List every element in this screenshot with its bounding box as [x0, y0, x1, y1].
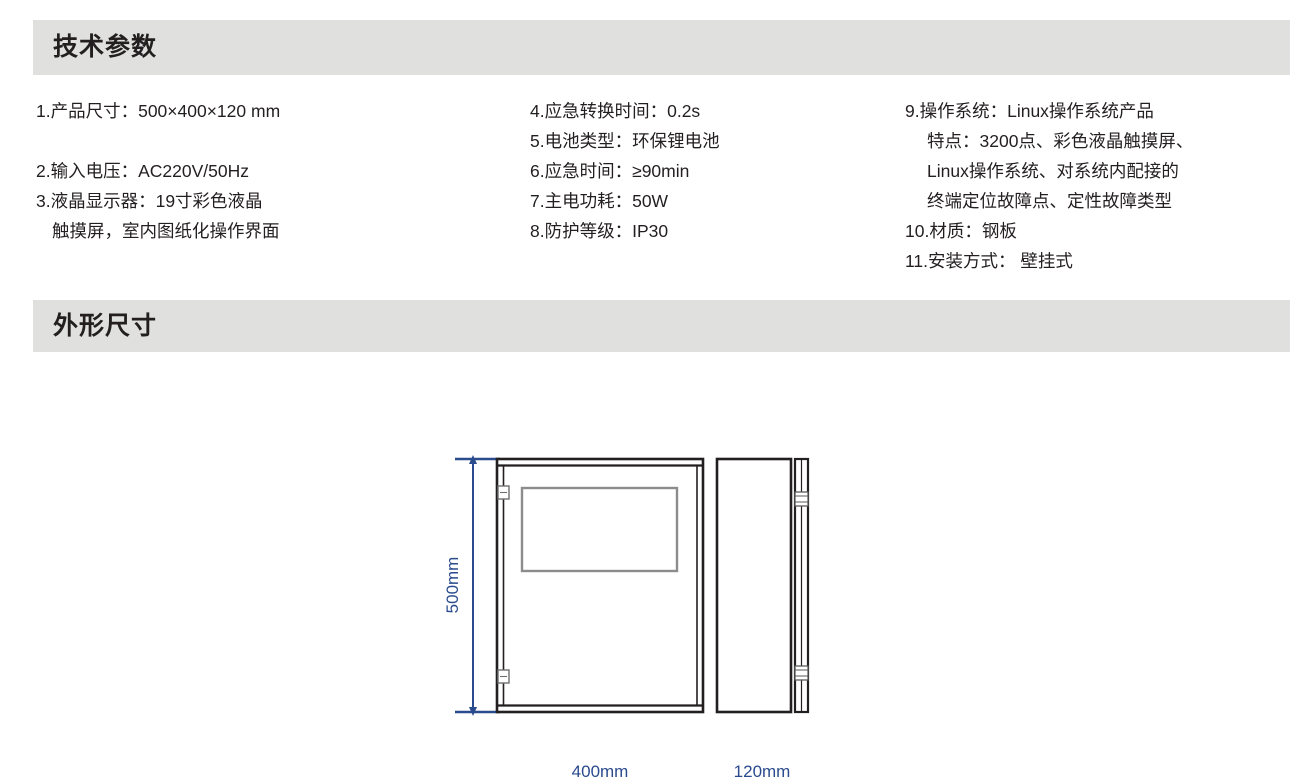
spec-item: 6.应急时间：≥90min: [530, 161, 690, 181]
section-header-tech-params: 技术参数: [33, 20, 1290, 75]
spec-item: 3.液晶显示器：19寸彩色液晶: [36, 191, 263, 211]
cabinet-front-view: [495, 457, 705, 714]
spec-item: 7.主电功耗：50W: [530, 191, 669, 211]
dimension-depth-120: 120mm: [734, 762, 791, 777]
hinge-lower-side: [794, 665, 809, 681]
hinge-upper-front: [497, 485, 510, 500]
dimension-drawing: 400mm 120mm 500mm: [0, 352, 1305, 777]
spec-item: 10.材质：钢板: [905, 221, 1017, 241]
spec-column-1: 1.产品尺寸：500×400×120 mm 2.输入电压：AC220V/50Hz…: [36, 96, 466, 246]
spec-column-2: 4.应急转换时间：0.2s 5.电池类型：环保锂电池 6.应急时间：≥90min…: [530, 96, 870, 246]
spec-list-container: 1.产品尺寸：500×400×120 mm 2.输入电压：AC220V/50Hz…: [0, 96, 1305, 291]
section-title-tech-params: 技术参数: [53, 33, 158, 61]
spec-item: 9.操作系统：Linux操作系统产品: [905, 101, 1154, 121]
spec-column-3: 9.操作系统：Linux操作系统产品 特点：3200点、彩色液晶触摸屏、 Lin…: [905, 96, 1305, 276]
hinge-lower-front: [497, 669, 510, 684]
spec-item: 5.电池类型：环保锂电池: [530, 131, 720, 151]
spec-item: 4.应急转换时间：0.2s: [530, 101, 701, 121]
spec-item-continuation: 触摸屏，室内图纸化操作界面: [52, 221, 280, 241]
spec-item-continuation: Linux操作系统、对系统内配接的: [927, 161, 1179, 181]
spec-item-continuation: 终端定位故障点、定性故障类型: [927, 191, 1172, 211]
cabinet-side-view: [715, 457, 810, 714]
spec-item: 8.防护等级：IP30: [530, 221, 669, 241]
lcd-screen-window: [520, 486, 679, 573]
spec-spacer: [36, 126, 466, 156]
dimension-label-width: 400mm: [572, 762, 629, 777]
dimension-height-500: 500mm: [443, 455, 500, 716]
spec-item: 1.产品尺寸：500×400×120 mm: [36, 101, 281, 121]
spec-item: 2.输入电压：AC220V/50Hz: [36, 161, 249, 181]
dimension-label-height: 500mm: [443, 557, 462, 614]
dimension-width-400: 400mm: [572, 762, 629, 777]
hinge-upper-side: [794, 491, 809, 507]
cabinet-side-outline: [715, 457, 793, 714]
dimension-label-depth: 120mm: [734, 762, 791, 777]
section-title-dimensions: 外形尺寸: [53, 311, 158, 340]
spec-item: 11.安装方式： 壁挂式: [905, 251, 1073, 271]
spec-item-continuation: 特点：3200点、彩色液晶触摸屏、: [927, 131, 1194, 151]
section-header-dimensions: 外形尺寸: [33, 300, 1290, 352]
